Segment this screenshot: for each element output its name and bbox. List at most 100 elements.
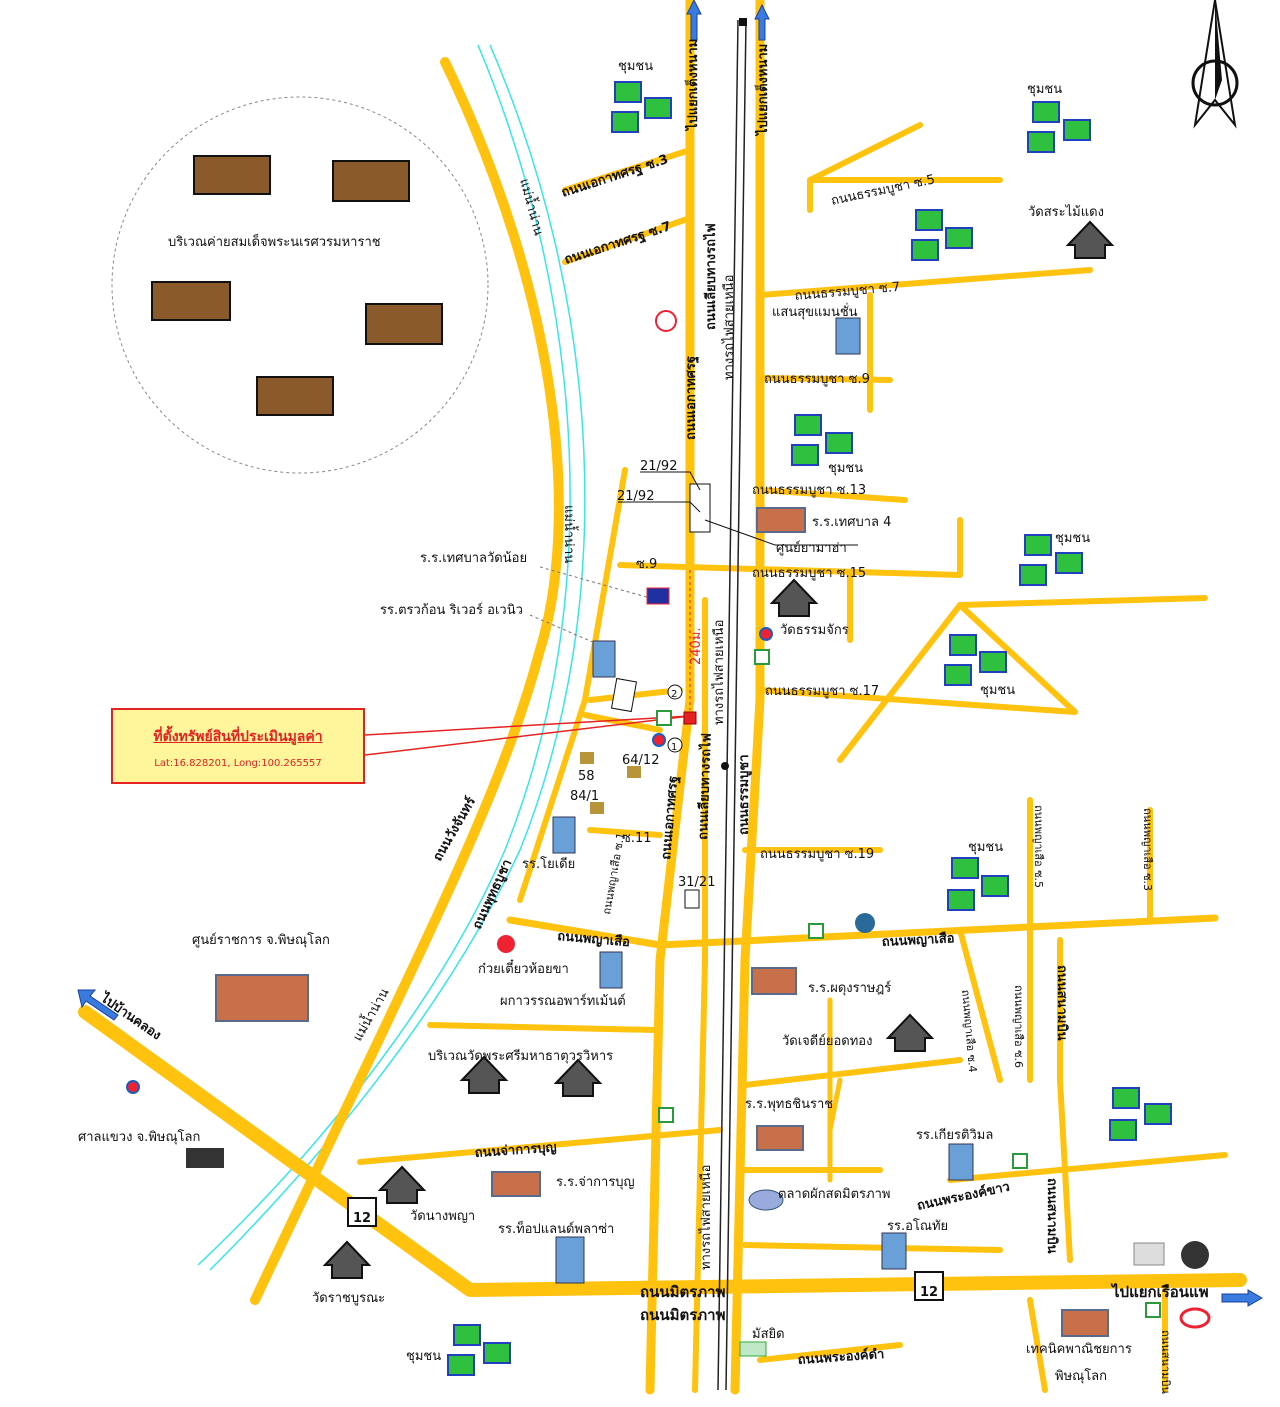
- honda-logo-icon: [1133, 1242, 1165, 1266]
- svg-text:ถนนเลียบทางรถไฟ: ถนนเลียบทางรถไฟ: [702, 223, 719, 330]
- svg-text:บริเวณค่ายสมเด็จพระนเรศวรมหารา: บริเวณค่ายสมเด็จพระนเรศวรมหาราช: [168, 232, 381, 250]
- svg-text:ทางรถไฟสายเหนือ: ทางรถไฟสายเหนือ: [698, 1165, 714, 1270]
- gas-station-icons: [126, 627, 773, 1094]
- svg-text:ชุมชน: ชุมชน: [1027, 82, 1062, 97]
- north-arrow-icon: [1191, 0, 1239, 129]
- svg-text:ถนนพระองค์ดำ: ถนนพระองค์ดำ: [797, 1346, 885, 1368]
- svg-text:ถนนเอกาทศรฐ ซ.7: ถนนเอกาทศรฐ ซ.7: [563, 219, 674, 269]
- svg-text:ถนนมิตรภาพ: ถนนมิตรภาพ: [640, 1283, 726, 1301]
- svg-text:บริเวณวัดพระศรีมหาธาตุวรวิหาร: บริเวณวัดพระศรีมหาธาตุวรวิหาร: [428, 1048, 613, 1064]
- railway: [717, 19, 747, 1391]
- bank-logo-icon: [655, 310, 677, 332]
- svg-text:ถนนพญาเสือ ซ.1: ถนนพญาเสือ ซ.1: [600, 831, 627, 915]
- svg-text:ไปแยกเต็งหนาม: ไปแยกเต็งหนาม: [753, 44, 771, 137]
- svg-text:ถนนพระองค์ขาว: ถนนพระองค์ขาว: [916, 1179, 1012, 1214]
- svg-text:ร.ร.พุทธชินราช: ร.ร.พุทธชินราช: [745, 1097, 833, 1112]
- callout-title: ที่ตั้งทรัพย์สินที่ประเมินมูลค่า: [153, 729, 323, 745]
- svg-text:ถนนธรรมบูชา ซ.15: ถนนธรรมบูชา ซ.15: [752, 566, 866, 581]
- callout-coordinates: Lat:16.828201, Long:100.265557: [154, 758, 322, 769]
- svg-text:84/1: 84/1: [570, 789, 599, 804]
- court-icon: [186, 1148, 224, 1168]
- camp-area-outline: [111, 96, 489, 474]
- house-icons: [580, 752, 641, 814]
- railway-station-dot: [721, 762, 729, 770]
- svg-text:21/92: 21/92: [617, 489, 654, 504]
- thai-flag-icon: [646, 587, 670, 605]
- school-building-icons: [215, 507, 1109, 1337]
- svg-text:ร.ร.จ่าการบุญ: ร.ร.จ่าการบุญ: [556, 1175, 635, 1190]
- svg-text:12: 12: [920, 1285, 938, 1300]
- svg-text:วัดนางพญา: วัดนางพญา: [410, 1209, 475, 1224]
- toyota-logo-icon: [1179, 1307, 1211, 1329]
- svg-text:ถนนพญาเสือ: ถนนพญาเสือ: [881, 930, 955, 950]
- svg-text:แม่น้ำน่าน: แม่น้ำน่าน: [561, 505, 579, 563]
- svg-text:ถนนเอกาทศรฐ: ถนนเอกาทศรฐ: [684, 356, 700, 440]
- svg-text:ชุมชน: ชุมชน: [828, 461, 863, 476]
- svg-text:ถนนธรรมบูชา ซ.13: ถนนธรรมบูชา ซ.13: [752, 483, 866, 498]
- svg-text:ถนนพญาเสือ ซ.5: ถนนพญาเสือ ซ.5: [1032, 805, 1045, 888]
- svg-text:ถนนธรรมบูชา ซ.7: ถนนธรรมบูชา ซ.7: [794, 280, 901, 304]
- svg-text:วัดสระไม้แดง: วัดสระไม้แดง: [1028, 204, 1104, 220]
- svg-text:ศูนย์ยามาฮ่า: ศูนย์ยามาฮ่า: [776, 540, 847, 556]
- railway-end-marker: [739, 18, 747, 26]
- svg-text:วัดเจดีย์ยอดทอง: วัดเจดีย์ยอดทอง: [782, 1033, 872, 1049]
- svg-text:ถนนพญาเสือ ซ.3: ถนนพญาเสือ ซ.3: [1141, 808, 1154, 891]
- temple-icons: [322, 220, 1115, 1279]
- svg-text:แม่น้ำน่าน: แม่น้ำน่าน: [516, 176, 548, 237]
- svg-text:ถนนจ่าการบุญ: ถนนจ่าการบุญ: [474, 1140, 557, 1161]
- svg-text:ศูนย์ราชการ จ.พิษณุโลก: ศูนย์ราชการ จ.พิษณุโลก: [192, 932, 330, 948]
- restaurant-icon: [497, 935, 515, 953]
- svg-text:ถนนธรรมบูชา: ถนนธรรมบูชา: [737, 755, 752, 836]
- nissan-logo-icon: [1181, 1241, 1209, 1269]
- svg-text:รร.เกียรติวิมล: รร.เกียรติวิมล: [916, 1127, 993, 1143]
- tower-building-icons: [552, 317, 974, 1284]
- svg-text:2: 2: [671, 689, 677, 700]
- svg-text:ถนนสนามบิน: ถนนสนามบิน: [1044, 1178, 1059, 1254]
- svg-text:ถนนสนามบิน: ถนนสนามบิน: [1159, 1330, 1172, 1394]
- svg-text:ตลาดผักสดมิตรภาพ: ตลาดผักสดมิตรภาพ: [778, 1187, 890, 1202]
- svg-text:มัสยิด: มัสยิด: [752, 1327, 785, 1342]
- svg-text:ถนนมิตรภาพ: ถนนมิตรภาพ: [640, 1306, 726, 1324]
- svg-text:ซ.9: ซ.9: [636, 557, 657, 572]
- property-marker[interactable]: [683, 711, 697, 725]
- svg-text:รร.ตรวก้อน ริเวอร์ อเวนิว: รร.ตรวก้อน ริเวอร์ อเวนิว: [380, 602, 523, 618]
- svg-text:ผกาวรรณอพาร์ทเม้นต์: ผกาวรรณอพาร์ทเม้นต์: [500, 993, 626, 1009]
- highway-shield-icon: 12: [347, 1197, 377, 1227]
- leader-lines: [618, 471, 858, 546]
- svg-text:แสนสุขแมนชั่น: แสนสุขแมนชั่น: [772, 303, 858, 320]
- svg-text:ก๋วยเตี๋ยวห้อยขา: ก๋วยเตี๋ยวห้อยขา: [478, 959, 569, 977]
- landmark-marker-2: 2: [667, 684, 683, 700]
- svg-text:ร.ร.เทศบาลวัดน้อย: ร.ร.เทศบาลวัดน้อย: [420, 551, 527, 566]
- svg-text:58: 58: [578, 769, 595, 784]
- svg-text:64/12: 64/12: [622, 753, 659, 768]
- svg-text:รร.โยเดีย: รร.โยเดีย: [522, 856, 575, 872]
- svg-text:ถนนธรรมบูชา ซ.17: ถนนธรรมบูชา ซ.17: [765, 684, 879, 699]
- svg-text:รร.ท็อปแลนด์พลาซ่า: รร.ท็อปแลนด์พลาซ่า: [498, 1219, 614, 1237]
- svg-text:ชุมชน: ชุมชน: [968, 840, 1003, 855]
- svg-text:ถนนพญาเสือ ซ.6: ถนนพญาเสือ ซ.6: [1012, 985, 1025, 1068]
- market-icon: [748, 1189, 784, 1211]
- svg-text:ทางรถไฟสายเหนือ: ทางรถไฟสายเหนือ: [711, 620, 727, 725]
- callout-leader: [364, 715, 691, 756]
- highway-shield-icon: 12: [914, 1271, 944, 1301]
- svg-text:ชุมชน: ชุมชน: [406, 1349, 441, 1364]
- svg-text:รร.อโณทัย: รร.อโณทัย: [887, 1218, 948, 1234]
- mosque-icon: [739, 1341, 767, 1357]
- landmark-marker-1: 1: [667, 737, 683, 753]
- svg-text:ร.ร.ผดุงราษฎร์: ร.ร.ผดุงราษฎร์: [808, 980, 891, 996]
- svg-text:เทคนิคพาณิชยการ: เทคนิคพาณิชยการ: [1026, 1342, 1132, 1357]
- svg-text:ชุมชน: ชุมชน: [980, 683, 1015, 698]
- svg-text:ทางรถไฟสายเหนือ: ทางรถไฟสายเหนือ: [721, 275, 737, 380]
- svg-text:1: 1: [671, 742, 677, 753]
- river: [197, 44, 586, 1271]
- property-callout: ที่ตั้งทรัพย์สินที่ประเมินมูลค่า Lat:16.…: [111, 708, 365, 784]
- svg-text:ถนนสนามบิน: ถนนสนามบิน: [1054, 965, 1069, 1041]
- svg-text:ไปแยกเรือนแพ: ไปแยกเรือนแพ: [1110, 1282, 1209, 1301]
- svg-text:ชุมชน: ชุมชน: [1055, 531, 1090, 546]
- svg-text:21/92: 21/92: [640, 459, 677, 474]
- svg-text:31/21: 31/21: [678, 875, 715, 890]
- direction-arrows: [77, 0, 1264, 1307]
- svg-text:ซ.11: ซ.11: [622, 831, 652, 846]
